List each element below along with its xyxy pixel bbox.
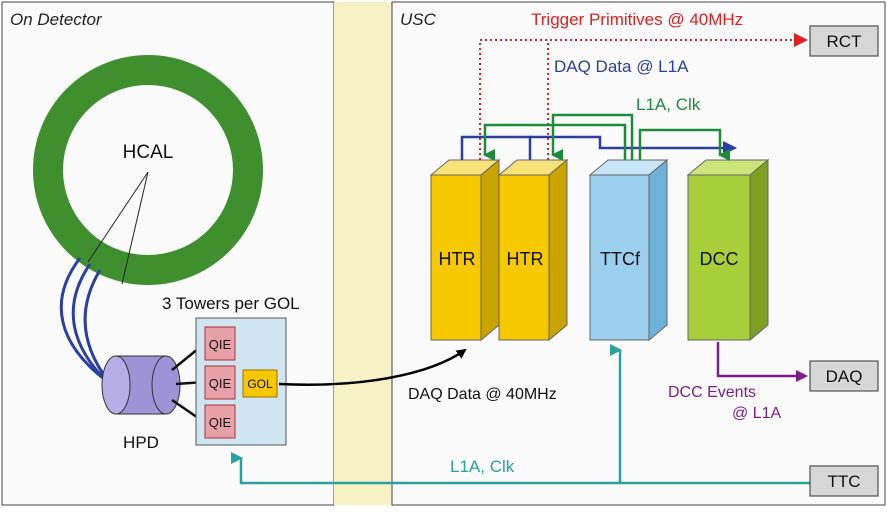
daq-40mhz-label: DAQ Data @ 40MHz — [408, 386, 557, 403]
ttcf-label: TTCf — [600, 249, 641, 269]
daq-l1a-label: DAQ Data @ L1A — [554, 57, 689, 76]
qie-1-label: QIE — [209, 337, 232, 352]
rct-box — [809, 25, 879, 57]
l1a-clk-to-htr-1 — [483, 123, 627, 161]
hcal-ring — [33, 55, 263, 285]
separator-band — [334, 2, 392, 505]
hpd — [101, 355, 181, 415]
l1a-clk-top-label: L1A, Clk — [636, 95, 701, 114]
daq-l1a-htr-link — [460, 135, 532, 160]
dcc-module — [686, 158, 770, 342]
l1a-clk-bottom-label: L1A, Clk — [450, 457, 515, 476]
daq-box — [809, 360, 879, 392]
dcc-events-label-1: DCC Events — [668, 384, 756, 401]
l1a-clk-to-dcc — [638, 128, 730, 161]
dcc-events-label-2: @ L1A — [732, 405, 781, 422]
qie-chip-3 — [204, 404, 236, 439]
daq-l1a-to-dcc — [530, 135, 737, 155]
ttc-label: TTC — [827, 472, 860, 491]
htr-1-label: HTR — [439, 249, 476, 269]
gol-label: GOL — [247, 377, 273, 391]
qie-2-label: QIE — [209, 376, 232, 391]
rct-label: RCT — [827, 32, 862, 51]
usc-title: USC — [400, 10, 437, 29]
ttc-box — [809, 465, 879, 497]
daq-label: DAQ — [826, 367, 863, 386]
daq-40mhz-arrow — [278, 348, 467, 386]
fiber-1 — [59, 257, 113, 387]
on-detector-title: On Detector — [10, 10, 103, 29]
towers-per-gol-label: 3 Towers per GOL — [162, 294, 300, 313]
trigger-primitives-label: Trigger Primitives @ 40MHz — [531, 10, 743, 29]
trigger-primitives-line — [479, 33, 808, 160]
qie-3-label: QIE — [209, 415, 232, 430]
l1a-clk-to-htr-2 — [551, 113, 634, 161]
hcal-label: HCAL — [123, 142, 174, 163]
hcal-pointer-line-2 — [121, 171, 149, 285]
qie-chip-1 — [204, 326, 236, 361]
htr-2-module — [497, 158, 569, 342]
ttcf-module — [588, 158, 669, 342]
htr-1-module — [429, 158, 501, 342]
fiber-2 — [71, 263, 117, 392]
dcc-events-line — [716, 342, 808, 382]
gol-chip — [242, 369, 278, 398]
hcal-pointer-line-1 — [87, 171, 149, 263]
dcc-label: DCC — [700, 249, 739, 269]
htr-2-label: HTR — [507, 249, 544, 269]
hpd-label: HPD — [123, 433, 159, 452]
qie-chip-2 — [204, 365, 236, 400]
